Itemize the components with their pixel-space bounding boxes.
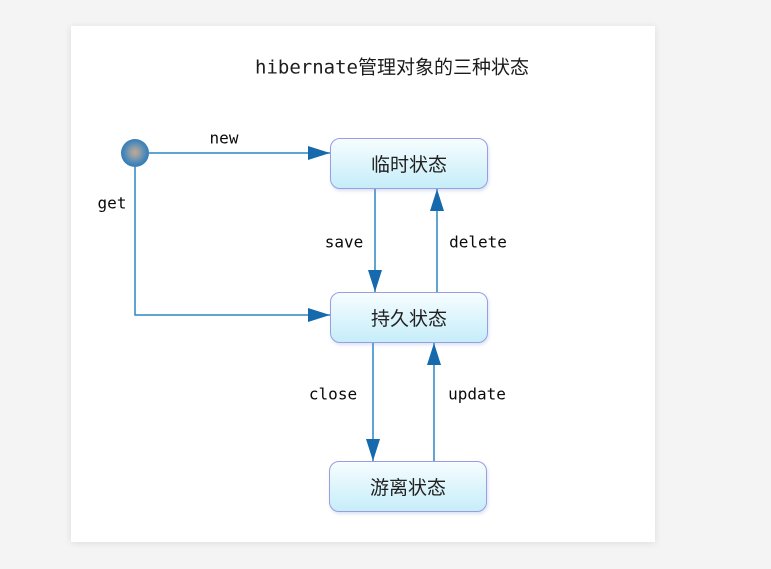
transition-label-get: get [97,193,127,213]
transition-label-save: save [324,232,364,252]
start-state-dot [121,139,149,167]
state-label-transient: 临时状态 [370,154,447,176]
get-arrow [134,167,330,322]
state-box-persistent: 持久状态 [330,292,488,343]
transition-label-delete: delete [449,232,507,252]
diagram-card: hibernate管理对象的三种状态 临时状态 持久状态 游离状态 new ge… [71,26,655,542]
transition-label-update: update [448,384,506,404]
state-label-persistent: 持久状态 [370,308,447,330]
state-box-transient: 临时状态 [330,138,488,189]
state-box-detached: 游离状态 [329,461,487,512]
state-label-detached: 游离状态 [369,477,446,499]
transition-label-close: close [308,384,358,404]
transition-label-new: new [209,128,239,148]
transition-arrows [134,146,444,461]
diagram-title: hibernate管理对象的三种状态 [255,56,529,79]
